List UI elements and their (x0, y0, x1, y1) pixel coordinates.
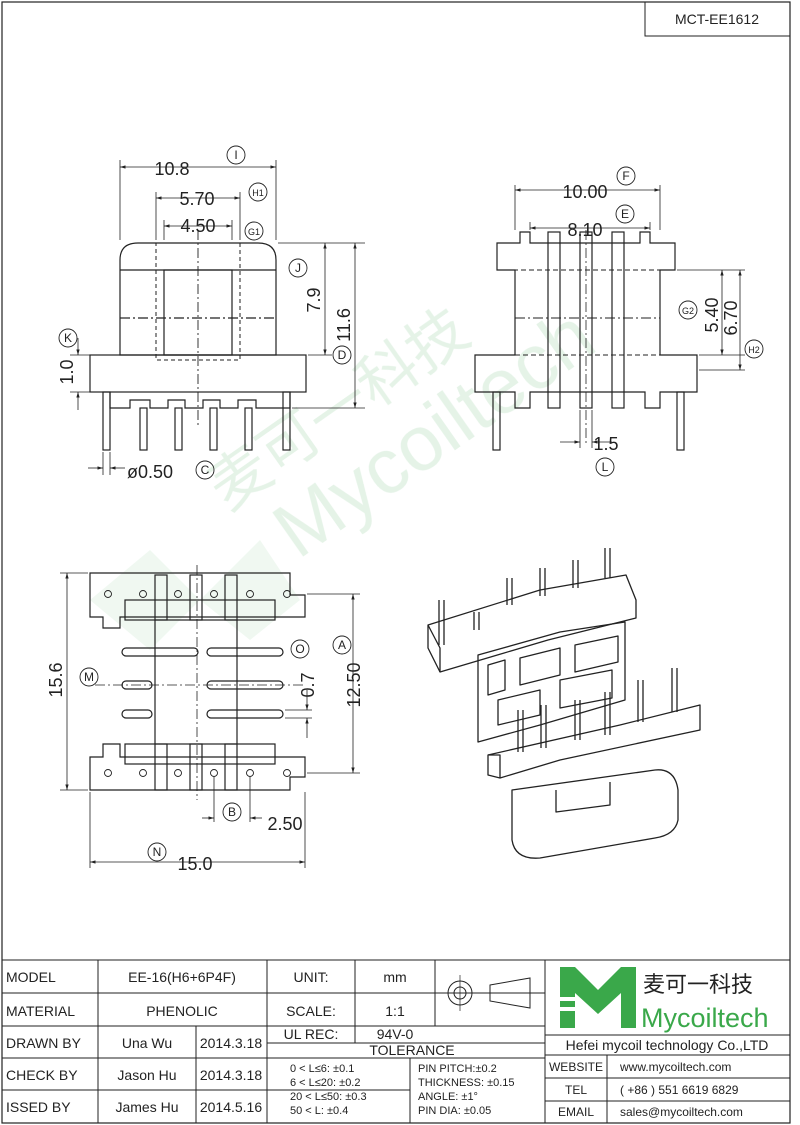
dim-bottom-width: 15.0 (177, 854, 212, 874)
tol-right-4: PIN DIA: ±0.05 (418, 1105, 491, 1117)
check-label: CHECK BY (6, 1067, 78, 1083)
material-value: PHENOLIC (146, 1003, 218, 1019)
watermark-logo (90, 540, 300, 650)
tol-left-3: 20 < L≤50: ±0.3 (290, 1091, 367, 1103)
model-label: MODEL (6, 969, 56, 985)
title-block-text: MODEL EE-16(H6+6P4F) MATERIAL PHENOLIC D… (6, 967, 769, 1119)
bottom-view-labels: 15.6 12.50 0.7 2.50 15.0 (46, 662, 364, 874)
callout-G2: G2 (682, 306, 694, 316)
callout-J: J (295, 261, 301, 275)
bottom-view-callouts: M O A B N (79, 635, 352, 862)
dim-side-h2: 6.70 (721, 300, 741, 335)
dim-bottom-slot: 0.7 (298, 672, 318, 697)
tol-left-2: 6 < L≤20: ±0.2 (290, 1077, 361, 1089)
logo-en: Mycoiltech (641, 1003, 769, 1033)
title-block (1, 959, 791, 1124)
dim-bottom-pitch: 2.50 (267, 814, 302, 834)
callout-F: F (622, 169, 629, 183)
dim-front-pin: ø0.50 (127, 462, 173, 482)
front-view-callouts: I H1 G1 J D K C (58, 145, 352, 480)
ul-label: UL REC: (284, 1026, 339, 1042)
callout-A: A (338, 638, 346, 652)
website-label: WEBSITE (549, 1060, 603, 1074)
email-label: EMAIL (558, 1105, 594, 1119)
drawing-number: MCT-EE1612 (675, 11, 759, 27)
side-view-dims (514, 185, 745, 448)
callout-C: C (201, 463, 210, 477)
dim-front-width: 10.8 (154, 159, 189, 179)
callout-O: O (295, 642, 304, 656)
front-view-dims (70, 160, 365, 475)
dim-side-pitch: 1.5 (593, 434, 618, 454)
isometric-view (427, 548, 701, 859)
dim-front-flange: 1.0 (57, 359, 77, 384)
issued-date: 2014.5.16 (200, 1099, 262, 1115)
bottom-view (89, 565, 306, 800)
tol-right-2: THICKNESS: ±0.15 (418, 1077, 515, 1089)
dim-bottom-h2: 12.50 (344, 662, 364, 707)
tol-right-1: PIN PITCH:±0.2 (418, 1063, 497, 1075)
dim-front-inner1: 5.70 (179, 189, 214, 209)
bottom-view-dims (60, 572, 360, 868)
tel-label: TEL (565, 1083, 587, 1097)
ul-value: 94V-0 (377, 1026, 414, 1042)
dim-bottom-height: 15.6 (46, 662, 66, 697)
front-view-labels: 10.8 5.70 4.50 7.9 11.6 1.0 ø0.50 (57, 159, 354, 482)
tel-value: ( +86 ) 551 6619 6829 (620, 1083, 739, 1097)
tol-left-1: 0 < L≤6: ±0.1 (290, 1063, 354, 1075)
drawing-number-box: MCT-EE1612 (644, 1, 791, 37)
website-value[interactable]: www.mycoiltech.com (619, 1060, 731, 1074)
dim-front-h1: 7.9 (304, 287, 324, 312)
unit-label: UNIT: (294, 969, 329, 985)
scale-label: SCALE: (286, 1003, 336, 1019)
company-logo: 麦可一科技 Mycoiltech (560, 967, 769, 1033)
callout-K: K (64, 331, 72, 345)
dim-front-h2: 11.6 (334, 308, 354, 342)
callout-M: M (84, 670, 94, 684)
side-view (474, 230, 698, 451)
drawn-label: DRAWN BY (6, 1035, 82, 1051)
callout-N: N (153, 845, 162, 859)
tol-right-3: ANGLE: ±1° (418, 1091, 478, 1103)
email-value[interactable]: sales@mycoiltech.com (620, 1105, 743, 1119)
callout-H2: H2 (748, 345, 760, 355)
side-view-callouts: F E G2 H2 L (595, 166, 764, 477)
tol-left-4: 50 < L: ±0.4 (290, 1105, 348, 1117)
check-name: Jason Hu (117, 1067, 176, 1083)
dim-side-width: 10.00 (562, 182, 607, 202)
callout-E: E (621, 207, 629, 221)
callout-I: I (234, 148, 237, 162)
side-view-labels: 10.00 8.10 5.40 6.70 1.5 (562, 182, 741, 454)
callout-L: L (602, 460, 609, 474)
drawn-date: 2014.3.18 (200, 1035, 262, 1051)
drawn-name: Una Wu (122, 1035, 172, 1051)
issued-label: ISSED BY (6, 1099, 71, 1115)
callout-H1: H1 (252, 188, 264, 198)
model-value: EE-16(H6+6P4F) (128, 969, 236, 985)
dim-side-h1: 5.40 (702, 297, 722, 332)
callout-B: B (228, 805, 236, 819)
check-date: 2014.3.18 (200, 1067, 262, 1083)
company-name: Hefei mycoil technology Co.,LTD (566, 1037, 769, 1053)
material-label: MATERIAL (6, 1003, 75, 1019)
unit-value: mm (383, 969, 406, 985)
dim-side-inner: 8.10 (567, 220, 602, 240)
tolerance-label: TOLERANCE (369, 1042, 454, 1058)
logo-cn: 麦可一科技 (643, 973, 753, 998)
dim-front-inner2: 4.50 (180, 216, 215, 236)
watermark: 麦可一科技 Mycoiltech (90, 291, 610, 650)
callout-D: D (338, 348, 347, 362)
callout-G1: G1 (248, 227, 260, 237)
scale-value: 1:1 (385, 1003, 405, 1019)
issued-name: James Hu (115, 1099, 178, 1115)
front-view (89, 230, 307, 451)
